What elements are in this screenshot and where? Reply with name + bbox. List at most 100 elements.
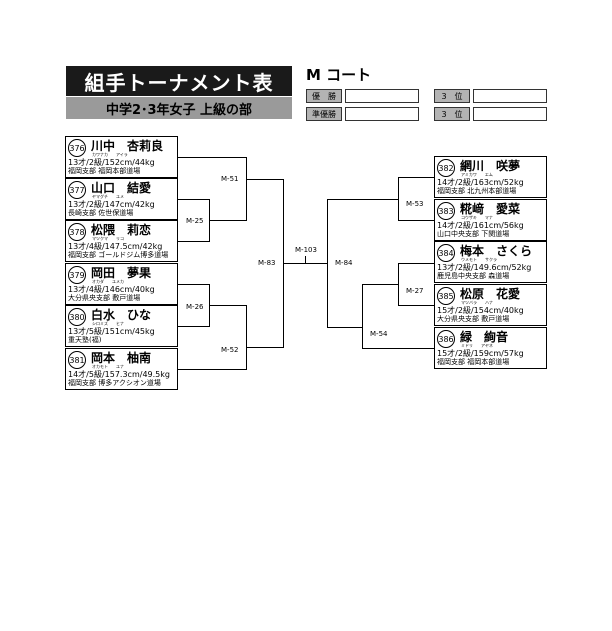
third-place-label-2: 3 位 [434, 107, 470, 121]
player-name: 梅本 さくら [460, 244, 533, 258]
player-card-377: 377 山口 結愛 ヤマグチ ユメ 13才/2級/147cm/42kg 長崎支部… [65, 178, 178, 220]
seed-number: 379 [68, 266, 86, 284]
player-club: 長崎支部 佐世保道場 [68, 209, 134, 217]
bracket-line [398, 220, 434, 221]
seed-number: 382 [437, 159, 455, 177]
court-label: M コート [306, 66, 372, 84]
player-kana: ウメモト サクラ [461, 257, 497, 262]
player-kana: カワナカ アイラ [92, 152, 128, 157]
player-info: 14才/5級/157.3cm/49.5kg [68, 370, 170, 379]
player-info: 15才/2級/154cm/40kg [437, 306, 524, 315]
player-card-378: 378 松隈 莉恋 マツクマ リコ 13才/4級/147.5cm/42kg 福岡… [65, 220, 178, 262]
match-label-m51: M-51 [221, 175, 239, 183]
match-label-m84: M-84 [335, 259, 353, 267]
player-info: 13才/2級/149.6cm/52kg [437, 263, 532, 272]
bracket-line [398, 305, 434, 306]
player-card-383: 383 糀﨑 愛菜 コウザキ マナ 14才/2級/161cm/56kg 山口中央… [434, 199, 547, 241]
player-name: 松原 花愛 [460, 287, 521, 301]
player-club: 山口中央支部 下関道場 [437, 230, 510, 238]
winner-box [345, 89, 419, 103]
final-marker [305, 256, 306, 264]
seed-number: 383 [437, 202, 455, 220]
player-kana: ミドリ アヤネ [461, 343, 493, 348]
player-info: 13才/4級/146cm/40kg [68, 285, 155, 294]
player-card-385: 385 松原 花愛 マツバラ ハナ 15才/2級/154cm/40kg 大分県央… [434, 284, 547, 326]
bracket-line [178, 157, 247, 158]
match-label-m25: M-25 [186, 217, 204, 225]
seed-number: 378 [68, 223, 86, 241]
seed-number: 377 [68, 181, 86, 199]
player-info: 14才/2級/163cm/52kg [437, 178, 524, 187]
player-card-382: 382 網川 咲夢 アミカワ エム 14才/2級/163cm/52kg 福岡支部… [434, 156, 547, 198]
player-name: 糀﨑 愛菜 [460, 202, 521, 216]
runner-up-box [345, 107, 419, 121]
seed-number: 386 [437, 330, 455, 348]
bracket-line [209, 220, 247, 221]
third-place-box-1 [473, 89, 547, 103]
division-subtitle: 中学2･3年女子 上級の部 [66, 97, 292, 119]
player-name: 岡本 柚南 [91, 351, 152, 365]
player-name: 岡田 夢果 [91, 266, 152, 280]
match-label-m27: M-27 [406, 287, 424, 295]
seed-number: 384 [437, 244, 455, 262]
player-club: 大分県央支部 敷戸道場 [68, 294, 141, 302]
bracket-line [362, 284, 399, 285]
bracket-line [398, 177, 434, 178]
player-name: 川中 杏莉良 [91, 139, 164, 153]
player-kana: マツバラ ハナ [461, 300, 493, 305]
match-label-m52: M-52 [221, 346, 239, 354]
player-info: 13才/2級/147cm/42kg [68, 200, 155, 209]
player-card-379: 379 岡田 夢果 オカダ ユメカ 13才/4級/146cm/40kg 大分県央… [65, 263, 178, 305]
player-name: 白水 ひな [91, 308, 152, 322]
player-name: 山口 結愛 [91, 181, 152, 195]
player-club: 鹿児島中央支部 森道場 [437, 272, 510, 280]
bracket-line [398, 263, 434, 264]
bracket-line [178, 369, 247, 370]
match-label-m103: M-103 [295, 246, 317, 254]
bracket-line [246, 305, 247, 370]
player-card-386: 386 緑 絢音 ミドリ アヤネ 15才/2級/159cm/57kg 福岡支部 … [434, 327, 547, 369]
player-kana: シロミズ ヒナ [92, 321, 124, 326]
seed-number: 376 [68, 139, 86, 157]
page-title: 組手トーナメント表 [66, 66, 292, 96]
player-card-381: 381 岡本 柚南 オカモト ユナ 14才/5級/157.3cm/49.5kg … [65, 348, 178, 390]
player-club: 福岡支部 ゴールドジム博多道場 [68, 251, 169, 259]
match-label-m83: M-83 [258, 259, 276, 267]
player-club: 福岡支部 福岡本部道場 [68, 167, 141, 175]
bracket-line [246, 157, 247, 221]
bracket-line [327, 327, 363, 328]
seed-number: 385 [437, 287, 455, 305]
match-label-m26: M-26 [186, 303, 204, 311]
match-label-m53: M-53 [406, 200, 424, 208]
player-club: 大分県央支部 敷戸道場 [437, 315, 510, 323]
player-name: 松隈 莉恋 [91, 223, 152, 237]
player-card-384: 384 梅本 さくら ウメモト サクラ 13才/2級/149.6cm/52kg … [434, 241, 547, 283]
third-place-box-2 [473, 107, 547, 121]
seed-number: 381 [68, 351, 86, 369]
match-label-m54: M-54 [370, 330, 388, 338]
bracket-line [327, 199, 399, 200]
bracket-line [178, 241, 210, 242]
player-club: 福岡支部 北九州本部道場 [437, 187, 517, 195]
player-club: 福岡支部 博多アクシオン道場 [68, 379, 161, 387]
player-name: 網川 咲夢 [460, 159, 521, 173]
bracket-line [178, 284, 210, 285]
bracket-line [327, 199, 328, 328]
bracket-line [362, 348, 434, 349]
player-info: 13才/5級/151cm/45kg [68, 327, 155, 336]
bracket-line [246, 347, 284, 348]
bracket-line [178, 326, 210, 327]
player-info: 14才/2級/161cm/56kg [437, 221, 524, 230]
third-place-label-1: 3 位 [434, 89, 470, 103]
player-club: 重天塾(福) [68, 336, 102, 344]
player-info: 13才/4級/147.5cm/42kg [68, 242, 163, 251]
player-kana: アミカワ エム [461, 172, 493, 177]
player-kana: オカモト ユナ [92, 364, 124, 369]
bracket-line [246, 179, 284, 180]
seed-number: 380 [68, 308, 86, 326]
player-info: 15才/2級/159cm/57kg [437, 349, 524, 358]
player-info: 13才/2級/152cm/44kg [68, 158, 155, 167]
player-club: 福岡支部 福岡本部道場 [437, 358, 510, 366]
bracket-line [362, 284, 363, 349]
bracket-line [209, 305, 247, 306]
